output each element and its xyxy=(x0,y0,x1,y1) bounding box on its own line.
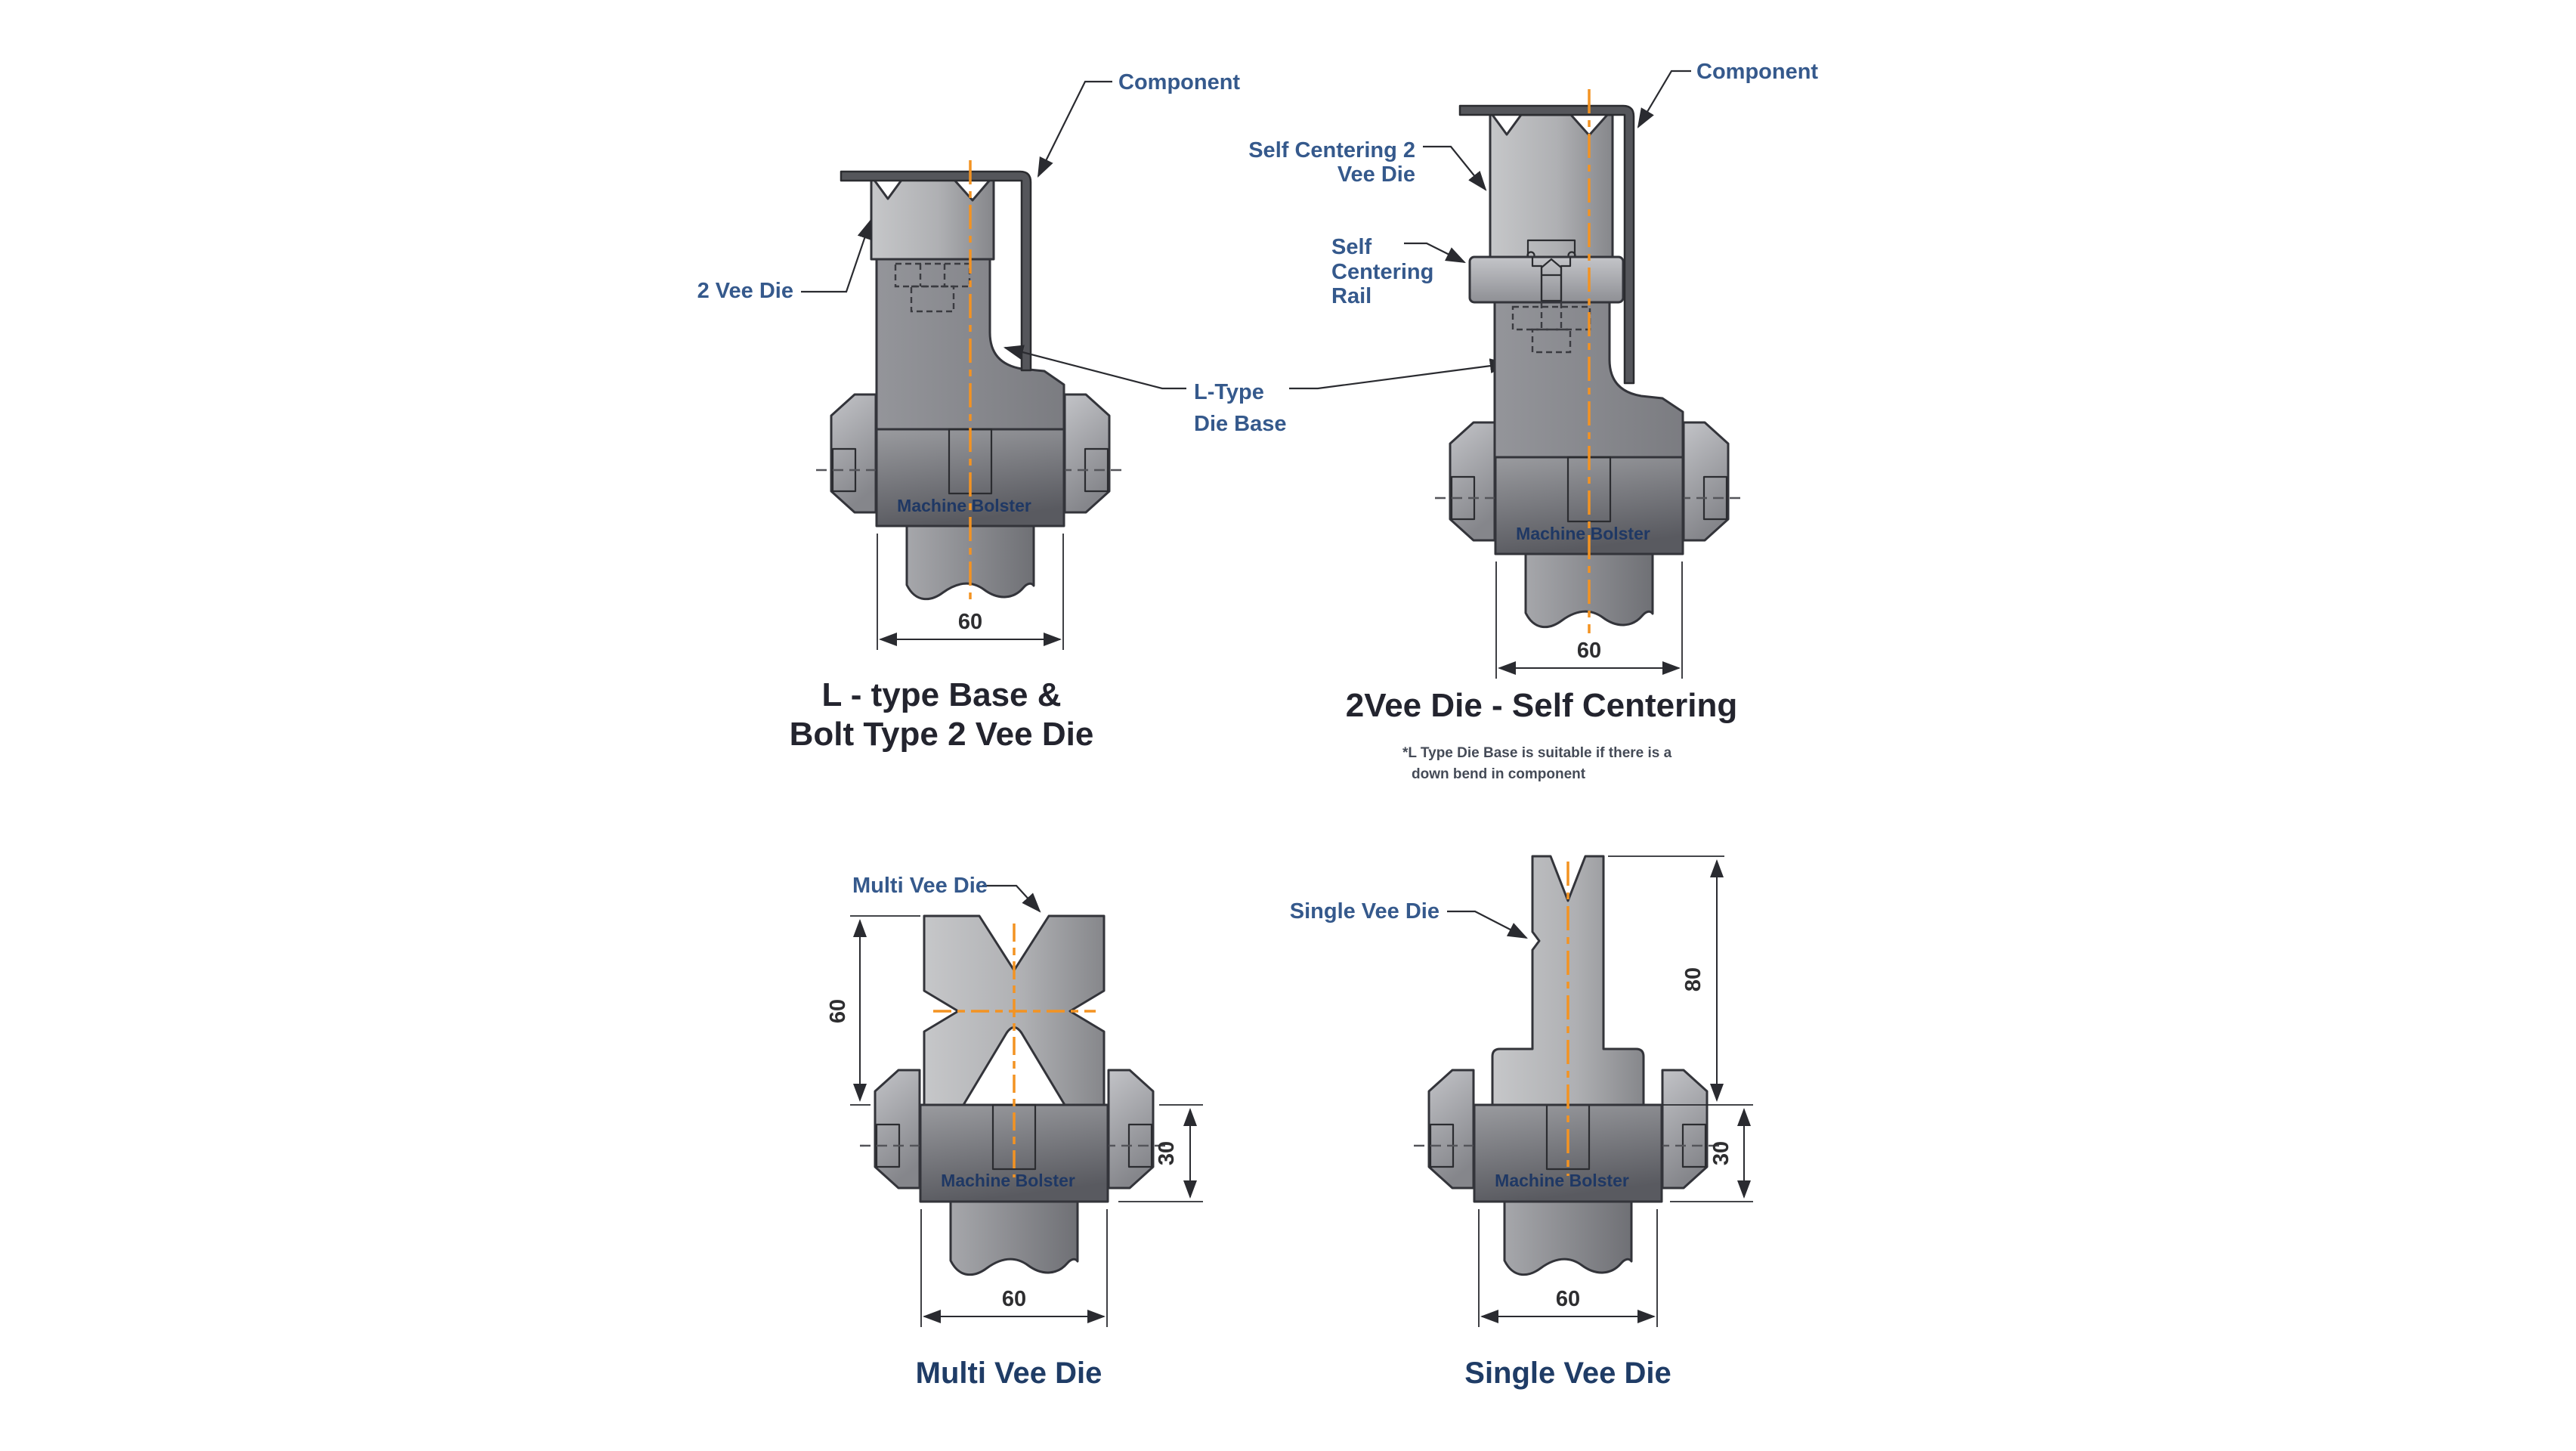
l-type-die-base-label-line2: Die Base xyxy=(1194,412,1287,436)
bolster-height-dimension: 30 xyxy=(1670,1108,1753,1202)
die-height-dimension: 80 xyxy=(1608,855,1753,1106)
l-type-die-base-leader-left xyxy=(1003,345,1186,390)
multi-vee-title: Multi Vee Die xyxy=(916,1357,1102,1390)
l-type-title-line2: Bolt Type 2 Vee Die xyxy=(790,716,1094,753)
sc-rail-label-line2: Centering xyxy=(1331,260,1433,284)
diagram-2vee-self-centering: Machine Bolster 60 Component Self Center… xyxy=(1248,60,1818,782)
component-leader xyxy=(1038,80,1112,178)
sc-rail-label-line3: Rail xyxy=(1331,284,1371,308)
width-dim-text: 60 xyxy=(1002,1287,1026,1311)
sc-rail-label-line1: Self xyxy=(1331,235,1372,259)
l-type-die-base-leader-right xyxy=(1289,358,1511,390)
single-vee-die-leader xyxy=(1447,910,1528,939)
die-height-dim-text: 80 xyxy=(1681,967,1705,992)
diagram-l-type-bolt-2vee: Machine Bolster 60 Component 2 Vee Die L… xyxy=(697,70,1511,753)
diagram-single-vee: Machine Bolster 80 30 60 Single Vee Die … xyxy=(1290,855,1753,1390)
machine-bolster-label: Machine Bolster xyxy=(897,496,1031,515)
bolster-height-dimension: 30 xyxy=(1118,1104,1203,1202)
machine-bolster-label: Machine Bolster xyxy=(1516,524,1650,543)
rail-t-slot xyxy=(1531,257,1572,302)
component-sheet xyxy=(840,170,1032,372)
multi-vee-die-leader xyxy=(982,884,1041,913)
l-type-die-base-label-line1: L-Type xyxy=(1194,380,1264,404)
bolt-dashed-outline xyxy=(894,262,971,313)
two-vee-die-leader xyxy=(801,218,872,293)
bolster-height-dim-text: 30 xyxy=(1709,1141,1733,1165)
sc-vee-die-label-line2: Vee Die xyxy=(1337,162,1415,187)
component-label: Component xyxy=(1118,70,1240,94)
self-centering-2vee-die-shape xyxy=(1489,113,1614,262)
multi-vee-die-label: Multi Vee Die xyxy=(852,874,988,898)
width-dim-text: 60 xyxy=(958,610,982,634)
component-leader xyxy=(1637,70,1691,128)
sc-vee-die-label-line1: Self Centering 2 xyxy=(1248,138,1415,162)
width-dim-text: 60 xyxy=(1556,1287,1580,1311)
two-vee-die-label: 2 Vee Die xyxy=(697,279,793,303)
single-vee-die-label: Single Vee Die xyxy=(1290,899,1440,924)
component-label: Component xyxy=(1696,60,1818,84)
single-vee-die-shape xyxy=(1491,855,1645,1106)
width-dimension: 60 xyxy=(877,534,1064,650)
rail-bolt xyxy=(1540,258,1563,301)
width-dimension: 60 xyxy=(920,1209,1108,1327)
machine-bolster-label: Machine Bolster xyxy=(1495,1171,1629,1190)
single-vee-title: Single Vee Die xyxy=(1464,1357,1671,1390)
l-type-title-line1: L - type Base & xyxy=(821,676,1061,713)
two-vee-die-shape xyxy=(870,178,995,261)
die-height-dimension: 60 xyxy=(826,915,920,1106)
self-centering-note-line2: down bend in component xyxy=(1412,766,1586,782)
die-height-dim-text: 60 xyxy=(826,999,850,1023)
diagram-multi-vee: Machine Bolster 60 30 60 Multi Vee Die M… xyxy=(826,874,1203,1390)
self-centering-title: 2Vee Die - Self Centering xyxy=(1346,687,1737,724)
machine-bolster-label: Machine Bolster xyxy=(941,1171,1075,1190)
sc-rail-leader xyxy=(1404,242,1466,263)
component-sheet xyxy=(1458,104,1635,385)
bolster-height-dim-text: 30 xyxy=(1155,1141,1179,1165)
width-dim-text: 60 xyxy=(1577,639,1601,663)
sc-vee-die-leader xyxy=(1423,145,1487,191)
width-dimension: 60 xyxy=(1495,562,1683,679)
width-dimension: 60 xyxy=(1478,1209,1658,1327)
self-centering-note-line1: *L Type Die Base is suitable if there is… xyxy=(1402,745,1672,761)
